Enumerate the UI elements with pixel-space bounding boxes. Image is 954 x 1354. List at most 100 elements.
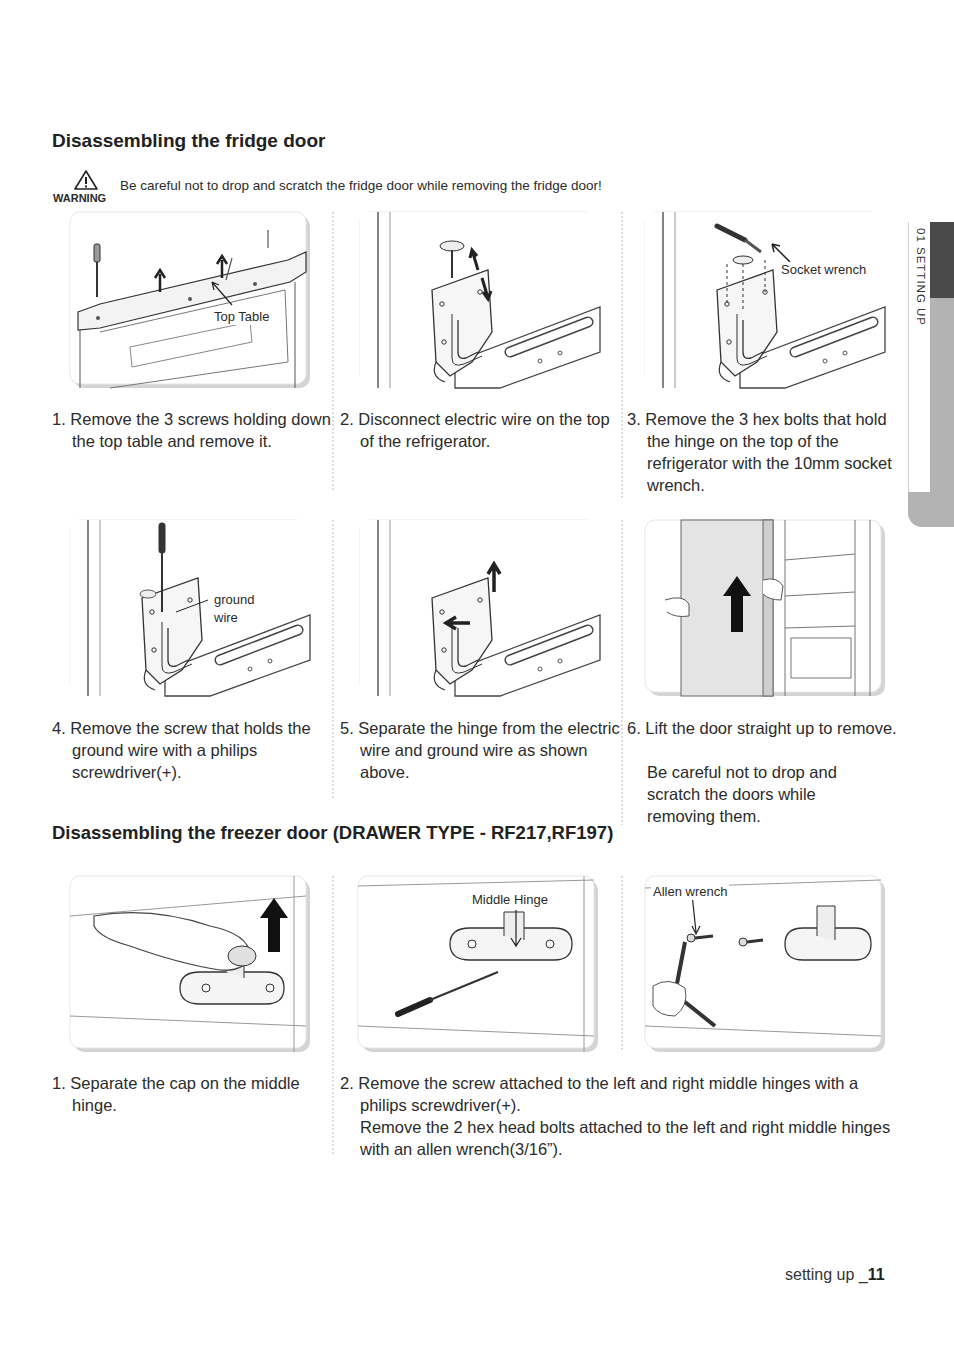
- tool-label: Socket wrench: [779, 262, 868, 278]
- part-label: ground wire: [212, 591, 268, 627]
- illustration-part: [360, 212, 600, 388]
- illustration-part: [180, 972, 284, 1004]
- illustration-part: [504, 912, 524, 940]
- illustration-part: [333, 212, 334, 490]
- illustration-part: [358, 876, 598, 1052]
- illustration-part: [785, 554, 855, 560]
- illustration-part: [70, 520, 310, 696]
- illustration-part: [622, 876, 623, 1052]
- illustration-part: [645, 1026, 881, 1036]
- illustration-part: [653, 981, 686, 1016]
- step-caption: 5. Separate the hinge from the electric …: [340, 717, 620, 783]
- step-caption: 1. Remove the 3 screws holding down the …: [52, 408, 332, 452]
- illustration-part: [870, 520, 871, 696]
- illustration-part: [622, 212, 623, 500]
- illustration-part: [451, 250, 453, 278]
- illustration-part: [645, 880, 881, 1036]
- illustration-part: [717, 226, 745, 240]
- illustration-part: [70, 1016, 306, 1026]
- illustration-part: [155, 270, 165, 292]
- section-heading: Disassembling the freezer door (DRAWER T…: [52, 822, 613, 844]
- step-caption: 6. Lift the door straight up to remove.: [627, 717, 902, 739]
- illustration-part: [70, 876, 310, 1052]
- illustration-part: [645, 876, 885, 1052]
- illustration-part: [727, 260, 765, 312]
- step-caption: 1. Separate the cap on the middle hinge.: [52, 1072, 332, 1116]
- illustration-part: [202, 984, 210, 992]
- step-caption: 4. Remove the screw that holds the groun…: [52, 717, 332, 783]
- tab-dark-bar: [930, 222, 954, 298]
- illustration-part: [440, 241, 464, 251]
- illustration-part: [188, 297, 192, 301]
- illustration-part: [785, 626, 855, 628]
- illustration-part: [739, 938, 747, 946]
- illustration-part: [70, 520, 310, 696]
- illustration-part: [747, 940, 763, 942]
- step-note: Be careful not to drop and scratch the d…: [647, 761, 887, 827]
- illustration-part: [817, 906, 835, 940]
- illustration-part: [665, 598, 689, 617]
- illustration-part: [470, 250, 478, 270]
- illustration-part: [511, 910, 521, 946]
- illustration-part: [159, 526, 166, 550]
- illustration-part: [645, 876, 885, 1052]
- illustration-part: [398, 1000, 430, 1014]
- illustration-part: [333, 212, 622, 1155]
- illustration-part: [226, 230, 268, 280]
- illustration-part: [358, 876, 598, 1052]
- illustration-part: [468, 940, 476, 948]
- section-heading: Disassembling the fridge door: [52, 130, 325, 152]
- illustration-part: [94, 913, 250, 971]
- illustration-part: [294, 876, 295, 1052]
- illustration-part: [161, 550, 163, 612]
- illustration-part: [70, 212, 310, 388]
- illustration-part: [681, 520, 773, 696]
- illustration-part: [695, 936, 713, 938]
- illustration-part: [482, 278, 491, 299]
- footer-text: setting up _: [785, 1266, 868, 1283]
- step-caption: 2. Remove the screw attached to the left…: [340, 1072, 905, 1116]
- illustration-part: [70, 876, 306, 1052]
- illustration-part: [745, 240, 761, 252]
- illustration-part: [733, 256, 753, 264]
- illustration-part: [70, 212, 310, 388]
- illustration-part: [96, 316, 100, 320]
- illustration-part: [723, 576, 751, 632]
- step-caption: 2. Disconnect electric wire on the top o…: [340, 408, 620, 452]
- illustration-part: [358, 880, 594, 886]
- illustration-part: [687, 934, 695, 942]
- warning-note: Be careful not to drop and scratch the f…: [120, 178, 602, 194]
- illustration-part: [645, 520, 885, 696]
- illustration-part: [176, 600, 208, 612]
- tab-edge: [908, 222, 909, 492]
- page-number: 11: [868, 1266, 885, 1283]
- illustration-part: [785, 520, 786, 696]
- illustration-part: [360, 520, 600, 696]
- illustration-part: [446, 617, 470, 629]
- illustration-part: [645, 212, 885, 388]
- illustration-part: [727, 264, 728, 304]
- part-label: Middle Hinge: [470, 892, 550, 908]
- illustration-part: [584, 876, 585, 1052]
- illustration-part: [333, 520, 334, 800]
- illustration-part: [70, 876, 310, 1052]
- illustration-part: [772, 244, 790, 262]
- illustration-part: [645, 212, 885, 388]
- illustration-part: [763, 579, 783, 600]
- illustration-part: [675, 942, 715, 1026]
- illustration-part: [358, 1026, 594, 1036]
- illustration-part: [75, 171, 97, 189]
- illustration-part: [785, 520, 870, 696]
- illustration-part: [70, 520, 310, 696]
- step-note: Remove the 2 hex head bolts attached to …: [360, 1116, 905, 1160]
- illustration-part: [358, 876, 594, 1052]
- illustration-part: [260, 898, 288, 952]
- tool-label: Allen wrench: [651, 884, 729, 900]
- illustration-part: [488, 564, 500, 592]
- illustration-part: [228, 946, 256, 966]
- tab-grey-foot: [908, 492, 954, 527]
- illustration-part: [785, 592, 855, 596]
- illustration-part: [360, 212, 600, 388]
- warning-word: WARNING: [53, 190, 106, 206]
- illustration-part: [333, 876, 334, 1155]
